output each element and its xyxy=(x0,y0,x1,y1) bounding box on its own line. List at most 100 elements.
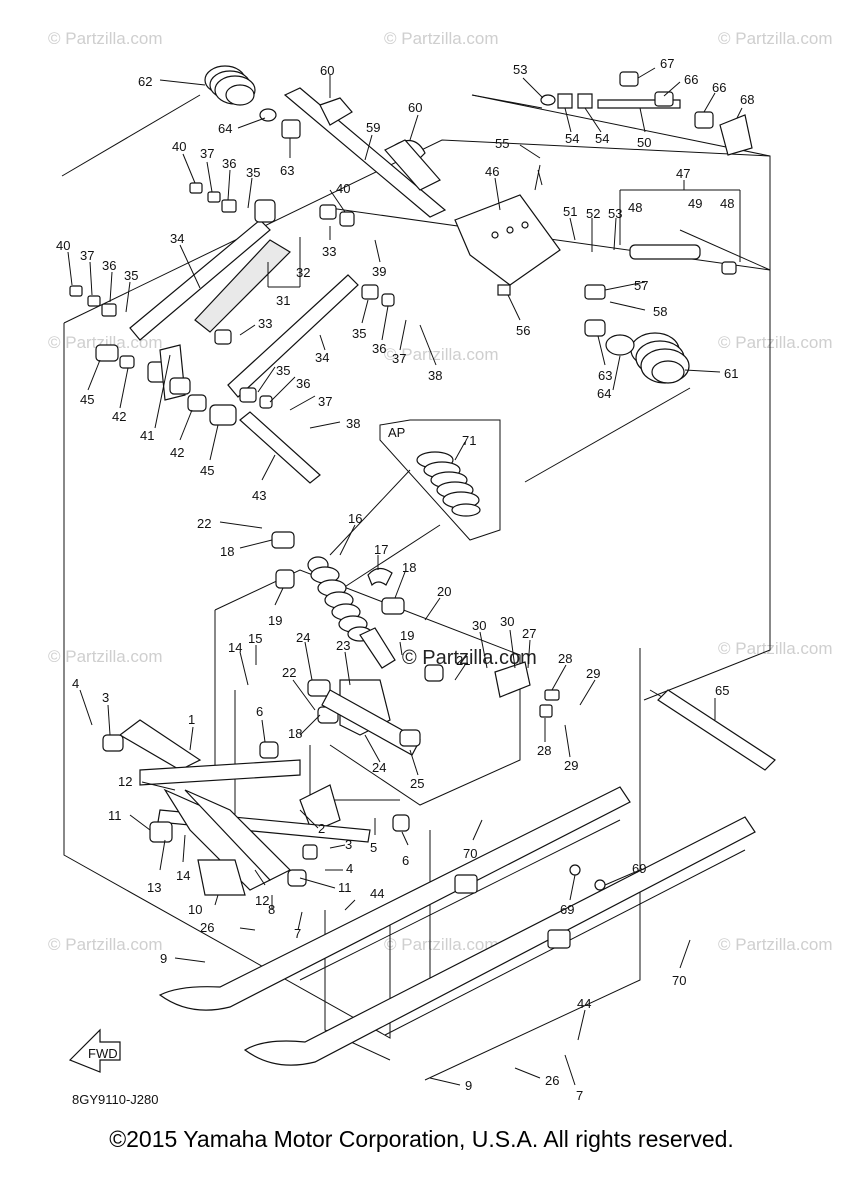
middle-link-assembly xyxy=(259,661,560,833)
callout-9: 9 xyxy=(160,951,167,966)
callout-1: 1 xyxy=(188,712,195,727)
detail-box-ap: AP xyxy=(329,419,501,591)
watermark: © Partzilla.com xyxy=(48,935,163,954)
frame-right xyxy=(424,648,641,1081)
callout-41: 41 xyxy=(140,428,154,443)
callout-35: 35 xyxy=(124,268,138,283)
callout-55: 55 xyxy=(495,136,509,151)
callout-54: 54 xyxy=(595,131,609,146)
rear-axle-tube xyxy=(657,689,776,771)
watermark: © Partzilla.com xyxy=(384,935,499,954)
callout-18: 18 xyxy=(288,726,302,741)
callout-46: 46 xyxy=(485,164,499,179)
callout-29: 29 xyxy=(586,666,600,681)
callout-5: 5 xyxy=(370,840,377,855)
callout-69: 69 xyxy=(560,902,574,917)
callout-38: 38 xyxy=(428,368,442,383)
callout-49: 49 xyxy=(688,196,702,211)
frame-top-line xyxy=(471,94,771,157)
rear-suspension-exploded-view: © Partzilla.com © Partzilla.com © Partzi… xyxy=(48,29,833,1107)
callout-38: 38 xyxy=(346,416,360,431)
callout-40: 40 xyxy=(172,139,186,154)
callout-42: 42 xyxy=(112,409,126,424)
callout-7: 7 xyxy=(294,926,301,941)
callout-22: 22 xyxy=(282,665,296,680)
callout-40: 40 xyxy=(56,238,70,253)
callout-42: 42 xyxy=(170,445,184,460)
callout-16: 16 xyxy=(348,511,362,526)
callout-28: 28 xyxy=(558,651,572,666)
callout-47: 47 xyxy=(676,166,690,181)
watermark: © Partzilla.com xyxy=(718,639,833,658)
callout-36: 36 xyxy=(296,376,310,391)
callout-71: 71 xyxy=(462,433,476,448)
callout-11: 11 xyxy=(108,808,122,823)
callout-58: 58 xyxy=(653,304,667,319)
callout-63: 63 xyxy=(598,368,612,383)
watermark: © Partzilla.com xyxy=(48,647,163,666)
callout-7: 7 xyxy=(576,1088,583,1103)
callout-4: 4 xyxy=(72,676,79,691)
callout-3: 3 xyxy=(345,837,352,852)
callout-6: 6 xyxy=(256,704,263,719)
callout-44: 44 xyxy=(370,886,384,901)
callout-21: 21 xyxy=(456,653,470,668)
front-arm-frame xyxy=(102,719,410,896)
callout-19: 19 xyxy=(400,628,414,643)
callout-15: 15 xyxy=(248,631,262,646)
callout-45: 45 xyxy=(80,392,94,407)
watermark: © Partzilla.com xyxy=(48,29,163,48)
callout-20: 20 xyxy=(437,584,451,599)
callout-35: 35 xyxy=(352,326,366,341)
callout-28: 28 xyxy=(537,743,551,758)
callout-65: 65 xyxy=(715,683,729,698)
callout-2: 2 xyxy=(318,821,325,836)
callout-14: 14 xyxy=(228,640,242,655)
callout-11: 11 xyxy=(338,880,352,895)
callout-12: 12 xyxy=(255,893,269,908)
callout-69: 69 xyxy=(632,861,646,876)
callout-8: 8 xyxy=(268,902,275,917)
copyright-notice: ©2015 Yamaha Motor Corporation, U.S.A. A… xyxy=(109,1126,734,1152)
watermark-center: © Partzilla.com xyxy=(402,647,537,669)
callout-26: 26 xyxy=(200,920,214,935)
callout-67: 67 xyxy=(660,56,674,71)
callout-24: 24 xyxy=(296,630,310,645)
callout-37: 37 xyxy=(318,394,332,409)
callout-4: 4 xyxy=(346,861,353,876)
callout-66: 66 xyxy=(684,72,698,87)
callout-48: 48 xyxy=(628,200,642,215)
callout-63: 63 xyxy=(280,163,294,178)
frame-top-line-2 xyxy=(471,94,543,109)
watermark: © Partzilla.com xyxy=(718,29,833,48)
callout-70: 70 xyxy=(672,973,686,988)
torsion-spring-left xyxy=(61,65,256,177)
callout-37: 37 xyxy=(392,351,406,366)
watermark: © Partzilla.com xyxy=(718,333,833,352)
callout-23: 23 xyxy=(336,638,350,653)
callout-70: 70 xyxy=(463,846,477,861)
callout-labels: 62 60 60 59 64 63 53 54 54 50 67 66 66 6… xyxy=(56,56,754,1103)
lower-axle-assembly xyxy=(95,344,321,484)
callout-40: 40 xyxy=(336,181,350,196)
callout-68: 68 xyxy=(740,92,754,107)
frame-lower-left xyxy=(63,323,391,1039)
axis-line-2 xyxy=(679,229,771,271)
callout-44: 44 xyxy=(577,996,591,1011)
callout-57: 57 xyxy=(634,278,648,293)
callout-25: 25 xyxy=(410,776,424,791)
watermark: © Partzilla.com xyxy=(718,935,833,954)
callout-36: 36 xyxy=(222,156,236,171)
callout-13: 13 xyxy=(147,880,161,895)
callout-45: 45 xyxy=(200,463,214,478)
callout-61: 61 xyxy=(724,366,738,381)
callout-66: 66 xyxy=(712,80,726,95)
callout-3: 3 xyxy=(102,690,109,705)
callout-53: 53 xyxy=(513,62,527,77)
shock-absorber xyxy=(271,531,405,669)
torsion-spring-right xyxy=(524,332,691,483)
watermark-group: © Partzilla.com © Partzilla.com © Partzi… xyxy=(48,29,833,954)
callout-50: 50 xyxy=(637,135,651,150)
callout-22: 22 xyxy=(197,516,211,531)
callout-34: 34 xyxy=(170,231,184,246)
